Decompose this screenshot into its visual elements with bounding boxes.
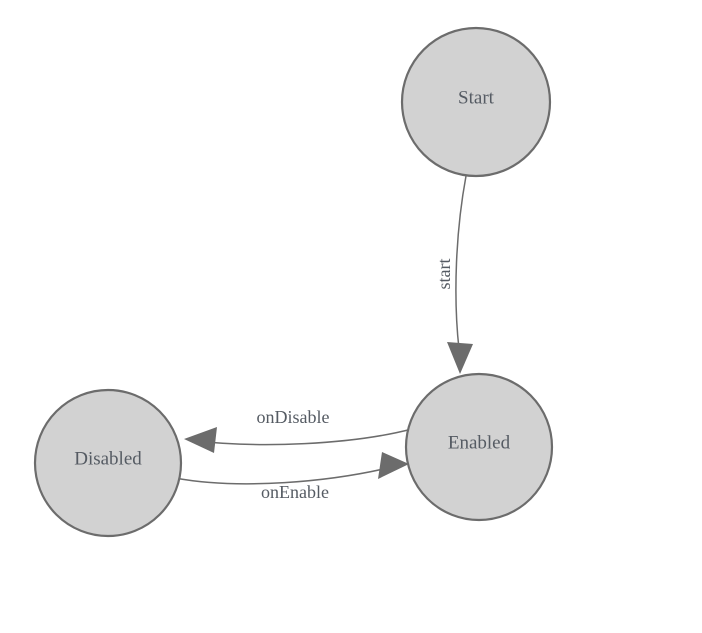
state-node-start-circle	[400, 26, 552, 178]
edge-disabled-to-enabled-arrowhead	[378, 452, 409, 479]
state-node-enabled-label: Enabled	[448, 432, 511, 453]
edge-enabled-to-disabled-path	[195, 428, 413, 446]
state-node-enabled[interactable]: Enabled	[404, 372, 554, 522]
state-node-disabled-label: Disabled	[74, 448, 142, 469]
edge-start-to-enabled-path	[455, 175, 467, 350]
edge-disabled-to-enabled-path	[174, 466, 393, 485]
edge-enabled-to-disabled[interactable]: onDisable	[184, 407, 413, 453]
edge-label-on-enable: onEnable	[261, 482, 329, 502]
state-node-disabled[interactable]: Disabled	[33, 388, 183, 538]
edge-disabled-to-enabled[interactable]: onEnable	[174, 452, 409, 502]
edge-label-on-disable: onDisable	[257, 407, 330, 427]
state-node-disabled-circle	[33, 388, 183, 538]
state-node-start-label: Start	[458, 87, 495, 108]
state-node-enabled-circle	[404, 372, 554, 522]
state-node-start[interactable]: Start	[400, 26, 552, 178]
edge-label-start: start	[434, 259, 454, 290]
edge-enabled-to-disabled-arrowhead	[184, 427, 217, 453]
edge-start-to-enabled[interactable]: start	[434, 175, 473, 374]
edge-start-to-enabled-arrowhead	[447, 342, 473, 374]
